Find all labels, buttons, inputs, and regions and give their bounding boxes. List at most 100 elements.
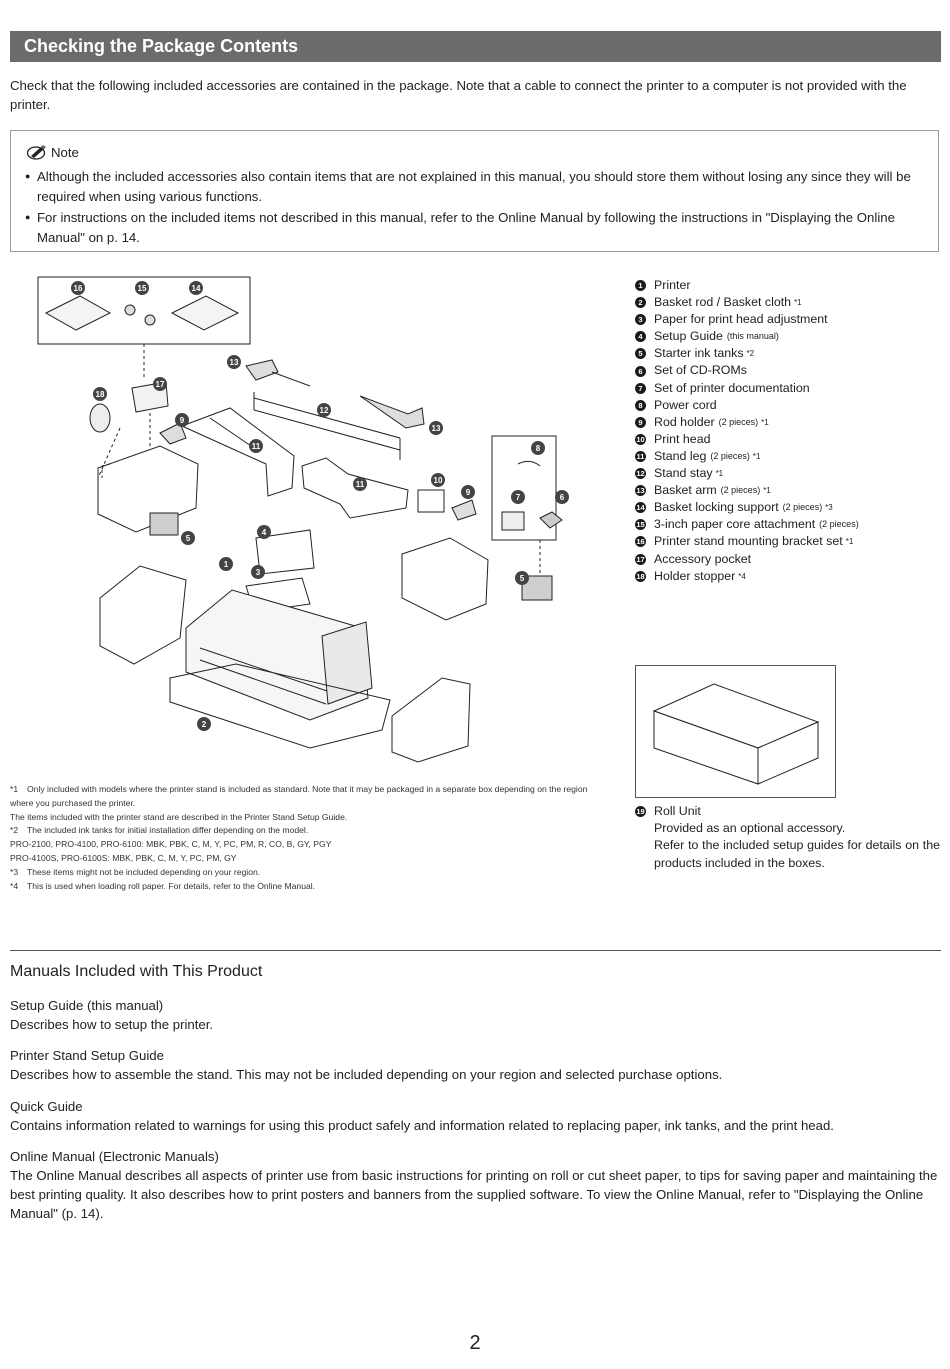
part-number: 6	[635, 365, 646, 377]
pencil-icon	[27, 145, 46, 160]
note-header: Note	[27, 144, 79, 160]
diagram-label: 5	[186, 534, 191, 543]
diagram-label: 13	[432, 424, 441, 433]
part-name: Stand stay	[654, 466, 713, 481]
part-number: 14	[635, 502, 646, 514]
page-title: Checking the Package Contents	[24, 36, 299, 56]
roll-unit-line: Refer to the included setup guides for d…	[654, 838, 940, 870]
note-label: Note	[51, 144, 79, 160]
footnote-text: The included ink tanks for initial insta…	[27, 825, 309, 836]
footnote-text: The items included with the printer stan…	[10, 811, 348, 822]
part-mark: *1	[752, 451, 761, 461]
part-mark: *1	[794, 298, 802, 308]
part-qty: (2 pieces)	[720, 485, 761, 496]
manual-title: Setup Guide (this manual)	[10, 998, 164, 1013]
footnote: *1 Only included with models where the pr…	[10, 783, 610, 797]
manual-description: The Online Manual describes all aspects …	[10, 1168, 938, 1221]
part-name: Accessory pocket	[654, 551, 752, 566]
manuals-section-title: Manuals Included with This Product	[10, 963, 263, 980]
part-qty: (2 pieces)	[718, 416, 759, 427]
footnote-mark: *1	[10, 784, 19, 794]
manual-entry: Printer Stand Setup Guide Describes how …	[10, 1046, 940, 1084]
roll-unit-illustration	[635, 665, 836, 798]
part-item: 7 Set of printer documentation	[635, 380, 935, 397]
part-mark: *1	[845, 537, 854, 547]
note-item: Although the included accessories also c…	[25, 167, 925, 206]
diagram-label: 14	[192, 284, 201, 293]
part-number: 19	[635, 806, 646, 818]
manual-entry: Online Manual (Electronic Manuals) The O…	[10, 1147, 940, 1223]
part-name: Power cord	[654, 397, 717, 412]
footnote-text: PRO-2100, PRO-4100, PRO-6100: MBK, PBK, …	[10, 839, 332, 850]
diagram-label: 12	[320, 406, 329, 415]
diagram-label: 10	[434, 476, 443, 485]
part-name: Print head	[654, 431, 711, 446]
part-name: Setup Guide	[654, 329, 723, 344]
part-name: Rod holder	[654, 414, 715, 429]
diagram-label: 18	[96, 390, 105, 399]
manual-entry: Quick Guide Contains information related…	[10, 1097, 940, 1135]
part-item: 6 Set of CD-ROMs	[635, 362, 935, 379]
part-name: Basket rod / Basket cloth	[654, 295, 792, 310]
part-number: 4	[635, 331, 646, 343]
diagram-label: 11	[252, 442, 261, 451]
diagram-label: 6	[560, 493, 565, 502]
diagram-label: 4	[262, 528, 267, 537]
part-number: 16	[635, 536, 646, 548]
part-mark: *2	[746, 349, 755, 359]
package-contents-diagram: 16 15 14 13 17 18 9 11 12 13 8 11 10 9 7…	[37, 276, 569, 763]
manual-description: Contains information related to warnings…	[10, 1118, 834, 1133]
part-number: 17	[635, 553, 646, 565]
diagram-label: 16	[74, 284, 83, 293]
part-number: 1	[635, 280, 646, 292]
manual-entry: Setup Guide (this manual) Describes how …	[10, 996, 940, 1034]
diagram-label: 1	[224, 560, 229, 569]
roll-unit-box-drawing	[652, 683, 820, 785]
part-item: 17 Accessory pocket	[635, 551, 935, 568]
manual-title: Quick Guide	[10, 1099, 83, 1114]
manual-title: Online Manual (Electronic Manuals)	[10, 1149, 219, 1164]
section-divider	[10, 950, 941, 951]
part-name: Holder stopper	[654, 568, 736, 583]
footnotes: *1 Only included with models where the pr…	[10, 783, 610, 893]
part-number: 15	[635, 519, 646, 531]
roll-unit-line: Provided as an optional accessory.	[654, 821, 846, 836]
part-name: Set of CD-ROMs	[654, 363, 747, 378]
part-number: 13	[635, 485, 646, 497]
diagram-label: 3	[256, 568, 261, 577]
note-list: Although the included accessories also c…	[25, 167, 925, 249]
diagram-label: 17	[156, 380, 165, 389]
manual-description: Describes how to assemble the stand. Thi…	[10, 1067, 723, 1082]
part-number: 12	[635, 468, 646, 480]
diagram-label: 5	[520, 574, 525, 583]
part-name: Starter ink tanks	[654, 346, 744, 361]
part-number: 7	[635, 382, 646, 394]
note-box: Note Although the included accessories a…	[10, 130, 939, 252]
intro-paragraph: Check that the following included access…	[10, 78, 907, 112]
part-number: 11	[635, 450, 646, 462]
part-name: Set of printer documentation	[654, 380, 810, 395]
part-mark: *1	[763, 486, 771, 496]
footnote-text: Only included with models where the prin…	[27, 784, 588, 794]
diagram-label: 7	[516, 493, 521, 502]
diagram-label: 9	[180, 416, 185, 425]
footnote-mark: *3	[10, 866, 19, 877]
manual-title: Printer Stand Setup Guide	[10, 1048, 164, 1063]
part-name: Stand leg	[654, 448, 707, 463]
roll-unit-name: Roll Unit	[654, 804, 701, 818]
roll-unit-description: 19 Roll Unit Provided as an optional acce…	[635, 803, 940, 872]
part-mark: *4	[738, 571, 746, 581]
diagram-label: 15	[138, 284, 147, 293]
